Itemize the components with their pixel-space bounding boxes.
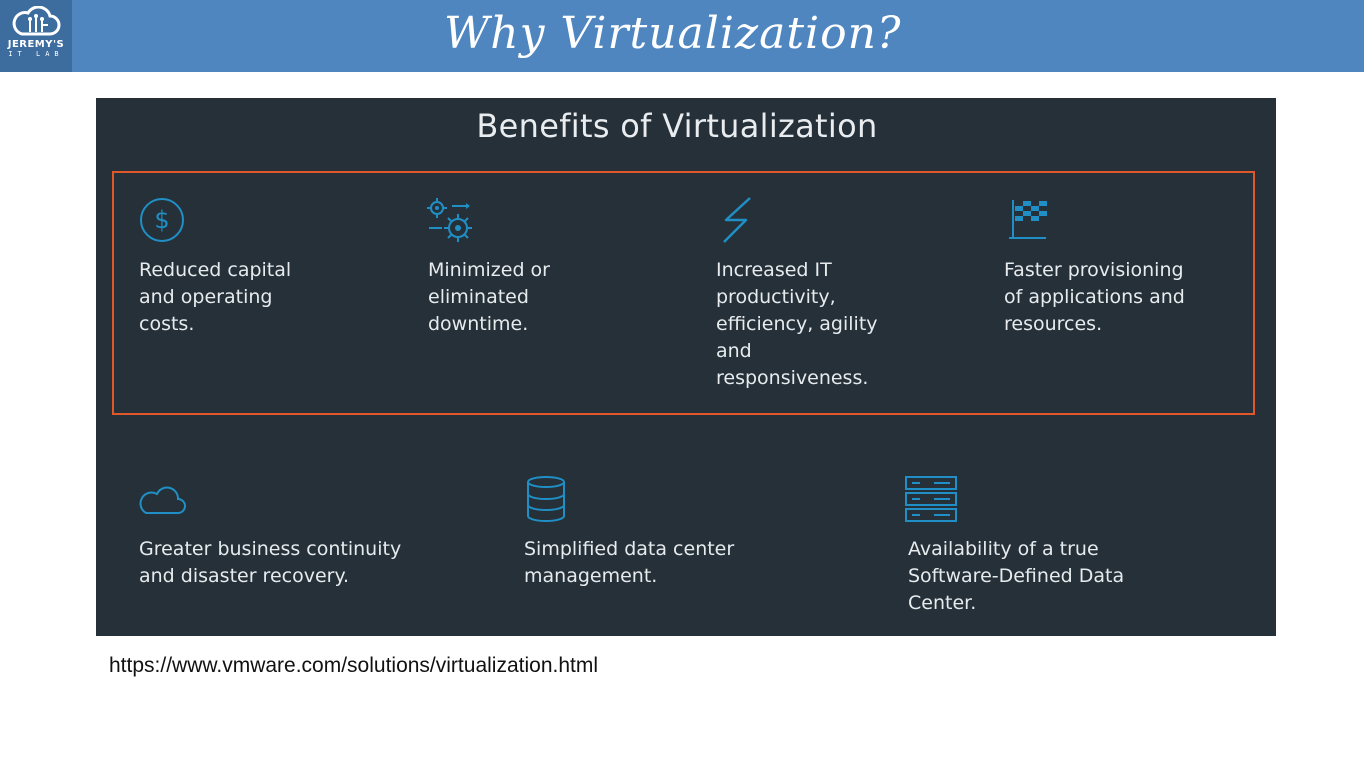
- benefit-text-increased-productivity: Increased IT productivity, efficiency, a…: [716, 259, 878, 389]
- header-bar: [0, 0, 1364, 72]
- cloud-circuit-icon: [12, 6, 61, 36]
- svg-text:$: $: [154, 206, 169, 234]
- benefit-text-simplified-management: Simplified data center management.: [524, 538, 735, 587]
- benefit-text-software-defined-dc: Availability of a true Software-Defined …: [908, 538, 1125, 614]
- benefit-text-business-continuity: Greater business continuity and disaster…: [139, 538, 402, 587]
- jeremys-it-lab-logo: JEREMY'S IT LAB: [0, 0, 72, 72]
- highlight-box: [112, 171, 1255, 415]
- cloud-icon: [139, 486, 186, 514]
- slide-title: Why Virtualization?: [444, 8, 902, 59]
- benefit-text-reduced-costs: Reduced capital and operating costs.: [139, 259, 292, 335]
- checkered-flag-icon: [1009, 200, 1047, 239]
- lightning-bolt-icon: [723, 197, 751, 243]
- logo-text-primary: JEREMY'S: [7, 39, 65, 50]
- database-icon: [527, 476, 565, 522]
- source-url-text: https://www.vmware.com/solutions/virtual…: [109, 654, 598, 677]
- gears-icon: [427, 198, 472, 242]
- benefits-panel: [96, 98, 1276, 636]
- benefit-text-faster-provisioning: Faster provisioning of applications and …: [1004, 259, 1185, 335]
- panel-title: Benefits of Virtualization: [476, 107, 878, 145]
- logo-text-secondary: IT LAB: [8, 50, 64, 58]
- server-rack-icon: [905, 476, 957, 522]
- dollar-circle-icon: $: [140, 198, 184, 242]
- benefit-text-minimized-downtime: Minimized or eliminated downtime.: [428, 259, 550, 335]
